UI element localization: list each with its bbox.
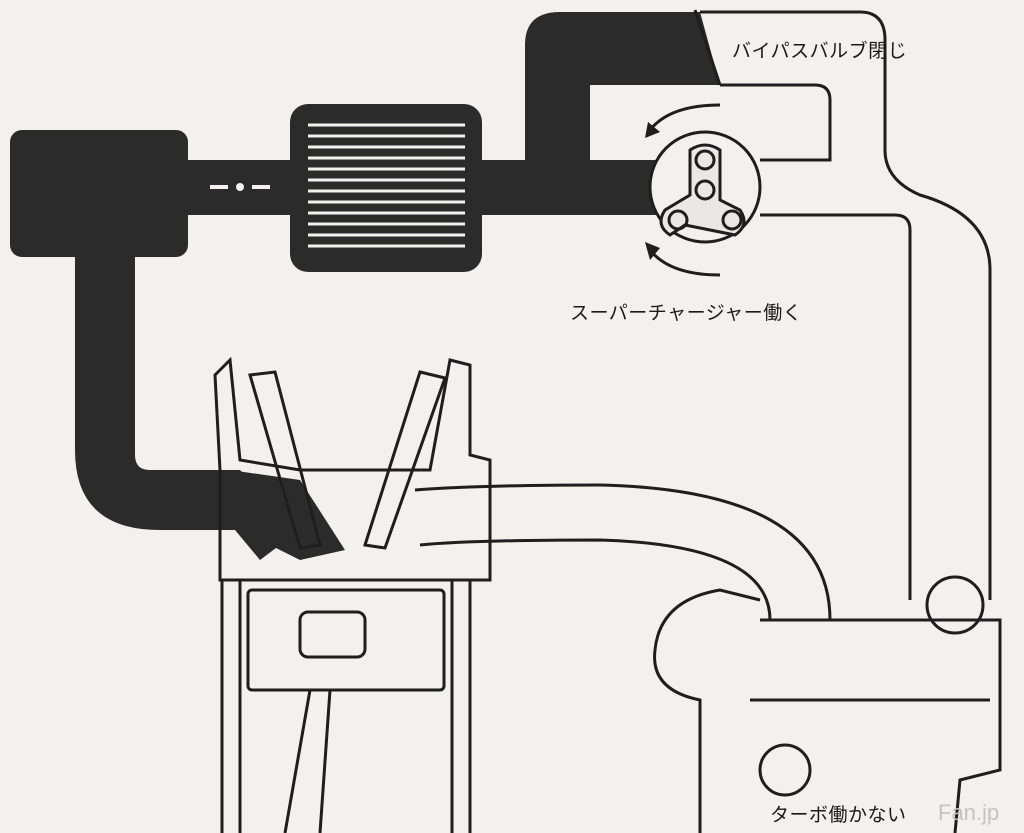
cylinder: [220, 580, 472, 833]
intake-valve: [248, 370, 322, 550]
flow-dash: [210, 183, 270, 191]
connecting-rod: [283, 689, 332, 833]
exhaust-pipe: [414, 483, 832, 621]
bypass-loop: [720, 83, 832, 162]
watermark: Fan.jp: [938, 800, 1000, 825]
air-cleaner: [10, 130, 188, 257]
bypass-passage: [525, 12, 720, 215]
supercharger-rotor: [659, 143, 746, 237]
rotation-arrow-top: [648, 103, 721, 131]
piston-pin: [298, 610, 367, 659]
supercharger-label: スーパーチャージャー働く: [570, 302, 803, 324]
exhaust-valve: [363, 370, 447, 550]
turbo-label: ターボ働かない: [770, 804, 907, 826]
bypass-valve-label: バイパスバルブ閉じ: [732, 40, 908, 62]
inner-duct: [760, 213, 912, 600]
bypass-valve: [693, 9, 722, 86]
rotation-arrow-bottom: [648, 249, 721, 277]
intercooler-fins: [308, 123, 465, 248]
turbo-turbine: [758, 743, 812, 797]
turbo-housing: [653, 588, 1002, 833]
turbo-compressor: [925, 575, 985, 635]
cylinder-head: [213, 356, 492, 582]
intake-port: [230, 470, 345, 560]
piston: [246, 588, 446, 692]
outer-duct: [700, 10, 992, 600]
